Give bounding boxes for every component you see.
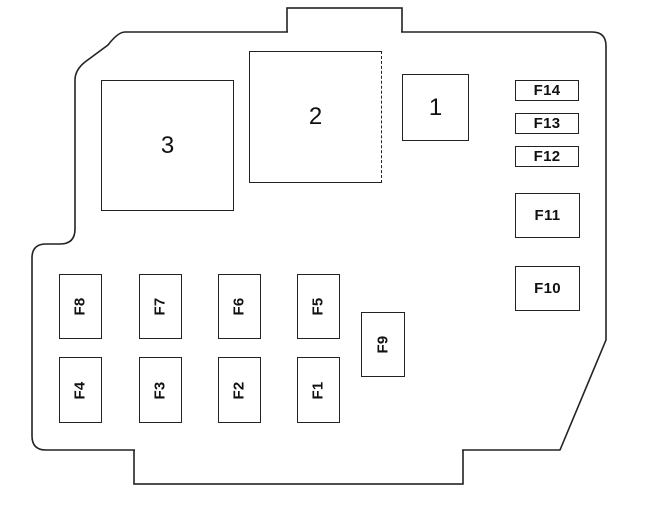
relay-3: 3: [101, 80, 234, 211]
fuse-f1-label: F1: [309, 380, 327, 400]
fuse-f3-label: F3: [151, 380, 169, 400]
fuse-f10: F10: [515, 266, 580, 311]
fuse-f12: F12: [515, 146, 579, 167]
relay-2-label: 2: [308, 103, 323, 130]
relay-1: 1: [402, 74, 469, 141]
fuse-f8: F8: [59, 274, 102, 339]
relay-1-label: 1: [428, 93, 443, 121]
fuse-f8-label: F8: [71, 297, 89, 316]
fuse-f9-label: F9: [374, 335, 392, 354]
fuse-f4: F4: [59, 357, 102, 423]
relay-2: 2: [249, 51, 382, 183]
fuse-f13-label: F13: [533, 115, 561, 132]
fuse-f6: F6: [218, 274, 261, 339]
fuse-f7-label: F7: [151, 297, 169, 316]
fuse-f12-label: F12: [533, 148, 561, 165]
fuse-f10-label: F10: [534, 280, 561, 297]
fuse-f5-label: F5: [309, 297, 327, 316]
fuse-f1: F1: [297, 357, 340, 423]
fuse-f2-label: F2: [230, 380, 248, 400]
fuse-f9: F9: [361, 312, 405, 377]
relay-3-label: 3: [160, 131, 175, 159]
fuse-f11: F11: [515, 193, 580, 238]
bottom-connector-tab: [133, 445, 464, 485]
fuse-f3: F3: [139, 357, 182, 423]
fuse-f14: F14: [515, 80, 579, 101]
fuse-f11-label: F11: [534, 207, 561, 224]
fuse-f6-label: F6: [230, 297, 248, 316]
fuse-f14-label: F14: [533, 82, 561, 99]
top-connector-tab: [286, 7, 403, 35]
fuse-f4-label: F4: [71, 380, 89, 400]
fuse-f13: F13: [515, 113, 579, 134]
fuse-f5: F5: [297, 274, 340, 339]
fuse-f2: F2: [218, 357, 261, 423]
fuse-f7: F7: [139, 274, 182, 339]
